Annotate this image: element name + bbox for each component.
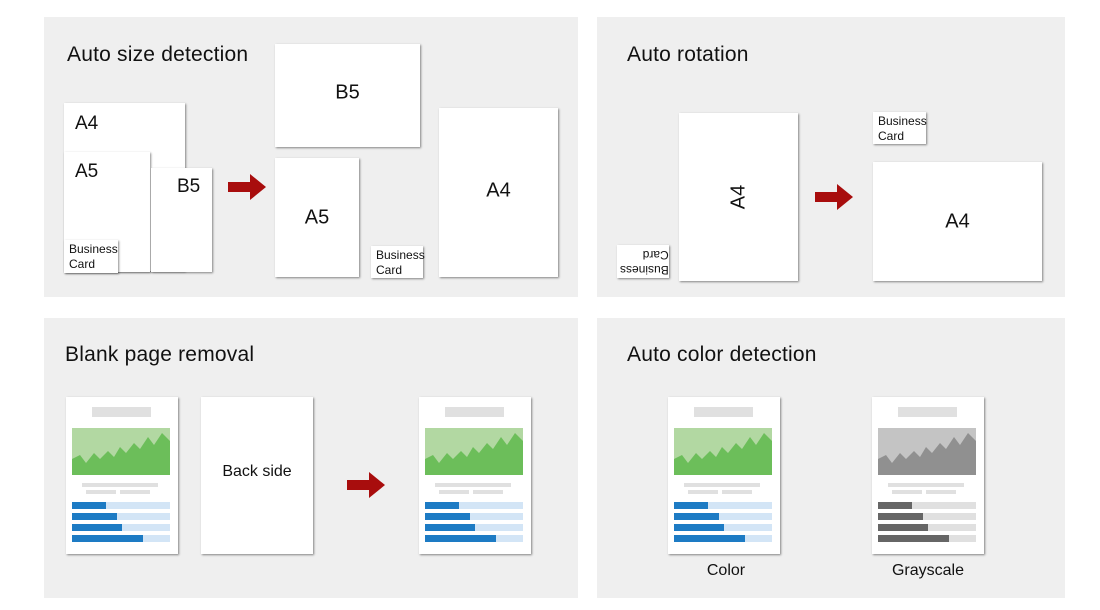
- doc-bar-bg: [878, 513, 976, 520]
- doc-text-line: [688, 490, 718, 494]
- doc-bar: [878, 524, 928, 531]
- b5-label: B5: [335, 81, 360, 104]
- doc-bar: [425, 535, 496, 542]
- auto-rotation-title: Auto rotation: [627, 43, 749, 66]
- doc-chart-area: [72, 433, 170, 475]
- a4-sheet-corrected: A4: [873, 162, 1042, 281]
- doc-chart-area: [425, 433, 523, 475]
- business-card-upside-down: Business Card: [617, 245, 669, 278]
- a5-label: A5: [304, 206, 330, 228]
- doc-text-line: [684, 483, 760, 487]
- business-card-label: Business Card: [620, 248, 669, 277]
- business-card-corrected: Business Card: [873, 112, 927, 144]
- a4-label: A4: [727, 184, 749, 210]
- doc-text-line: [926, 490, 956, 494]
- doc-bar: [425, 502, 459, 509]
- business-card-label: Business Card: [878, 114, 927, 143]
- back-side-label: Back side: [222, 463, 292, 481]
- color-caption: Color: [706, 562, 746, 579]
- a4-label: A4: [945, 210, 970, 232]
- doc-text-line: [120, 490, 150, 494]
- doc-chart-area: [674, 433, 772, 475]
- doc-header-bar: [92, 407, 151, 417]
- doc-bar: [674, 513, 719, 520]
- business-card-output: Business Card: [371, 246, 425, 278]
- auto-color-detection-title: Auto color detection: [627, 343, 817, 366]
- auto-size-detection-title: Auto size detection: [67, 43, 249, 66]
- b5-sheet-stacked: B5: [151, 168, 212, 272]
- doc-header-bar: [445, 407, 504, 417]
- doc-bar: [425, 524, 475, 531]
- a5-label: A5: [75, 161, 99, 182]
- doc-text-line: [888, 483, 964, 487]
- doc-bar: [878, 502, 912, 509]
- grayscale-document-page: [872, 397, 984, 554]
- a4-label: A4: [75, 113, 99, 134]
- doc-bar-bg: [425, 502, 523, 509]
- business-card-label: Business Card: [69, 242, 118, 271]
- doc-chart-area: [878, 433, 976, 475]
- doc-bar: [72, 535, 143, 542]
- doc-text-line: [435, 483, 511, 487]
- doc-bar-bg: [425, 513, 523, 520]
- doc-bar-bg: [72, 502, 170, 509]
- grayscale-caption: Grayscale: [891, 562, 965, 579]
- business-card-label: Business Card: [376, 248, 425, 277]
- blank-back-side-page: Back side: [201, 397, 313, 554]
- doc-bar-bg: [674, 513, 772, 520]
- right-arrow-icon: [815, 184, 853, 210]
- b5-label: B5: [177, 176, 201, 197]
- doc-text-line: [82, 483, 158, 487]
- doc-text-line: [86, 490, 116, 494]
- doc-bar-bg: [72, 513, 170, 520]
- doc-bar: [674, 535, 745, 542]
- doc-header-bar: [898, 407, 957, 417]
- doc-bar-bg: [878, 502, 976, 509]
- doc-text-line: [473, 490, 503, 494]
- doc-header-bar: [694, 407, 753, 417]
- right-arrow-icon: [228, 174, 266, 200]
- doc-text-line: [892, 490, 922, 494]
- doc-bar: [425, 513, 470, 520]
- a4-sheet-output: A4: [439, 108, 558, 277]
- a5-sheet-output: A5: [275, 158, 359, 277]
- doc-bar: [878, 513, 923, 520]
- doc-text-line: [722, 490, 752, 494]
- document-page-result: [419, 397, 531, 554]
- document-page-front: [66, 397, 178, 554]
- doc-bar-bg: [674, 502, 772, 509]
- business-card-stacked: Business Card: [64, 240, 118, 273]
- doc-bar: [72, 502, 106, 509]
- doc-bar: [674, 524, 724, 531]
- doc-bar: [878, 535, 949, 542]
- b5-sheet-output: B5: [275, 44, 420, 147]
- a4-sheet-rotated: A4: [679, 113, 798, 281]
- doc-bar: [72, 524, 122, 531]
- blank-page-removal-title: Blank page removal: [65, 343, 255, 366]
- doc-text-line: [439, 490, 469, 494]
- doc-bar: [72, 513, 117, 520]
- doc-bar: [674, 502, 708, 509]
- a4-label: A4: [486, 179, 511, 202]
- color-document-page: [668, 397, 780, 554]
- right-arrow-icon: [347, 472, 385, 498]
